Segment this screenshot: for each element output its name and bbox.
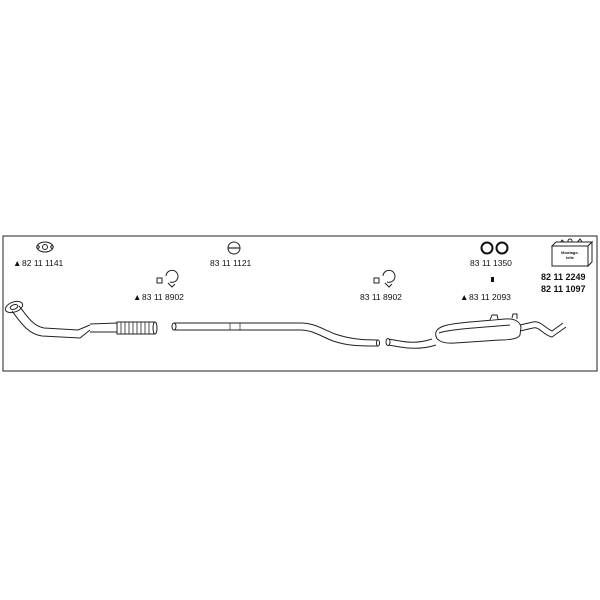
rubber-rings-icon [480,241,509,255]
gasket-icon [36,241,54,253]
mounting-kit-box-icon: Montage- teile [550,238,594,268]
clamp-rear-code: 83 11 8902 [360,292,402,302]
ring-icon [227,241,241,255]
small-part-icon [491,277,494,282]
rear-part-marker: ▲ [460,292,468,302]
rubber-rings-code: 83 11 1350 [470,258,512,268]
clamp-front-code: 83 11 8902 [142,292,184,302]
diagram-frame [2,235,598,372]
ring-middle-code: 83 11 1121 [210,258,252,268]
rear-silencer-icon [385,313,567,349]
clamp-icon [373,269,396,288]
rear-part-code: 83 11 2093 [469,292,511,302]
front-pipe-icon [4,300,158,339]
clamp-front-marker: ▲ [133,292,141,302]
mounting-kit-code-2: 82 11 1097 [541,284,586,294]
clamp-icon [156,269,179,288]
gasket-front-marker: ▲ [13,258,21,268]
mounting-kit-box-label-2: teile [566,255,575,260]
middle-pipe-icon [171,322,380,347]
mounting-kit-code-1: 82 11 2249 [541,272,586,282]
gasket-front-code: 82 11 1141 [22,258,64,268]
mounting-kit-box-label-1: Montage- [561,250,579,255]
